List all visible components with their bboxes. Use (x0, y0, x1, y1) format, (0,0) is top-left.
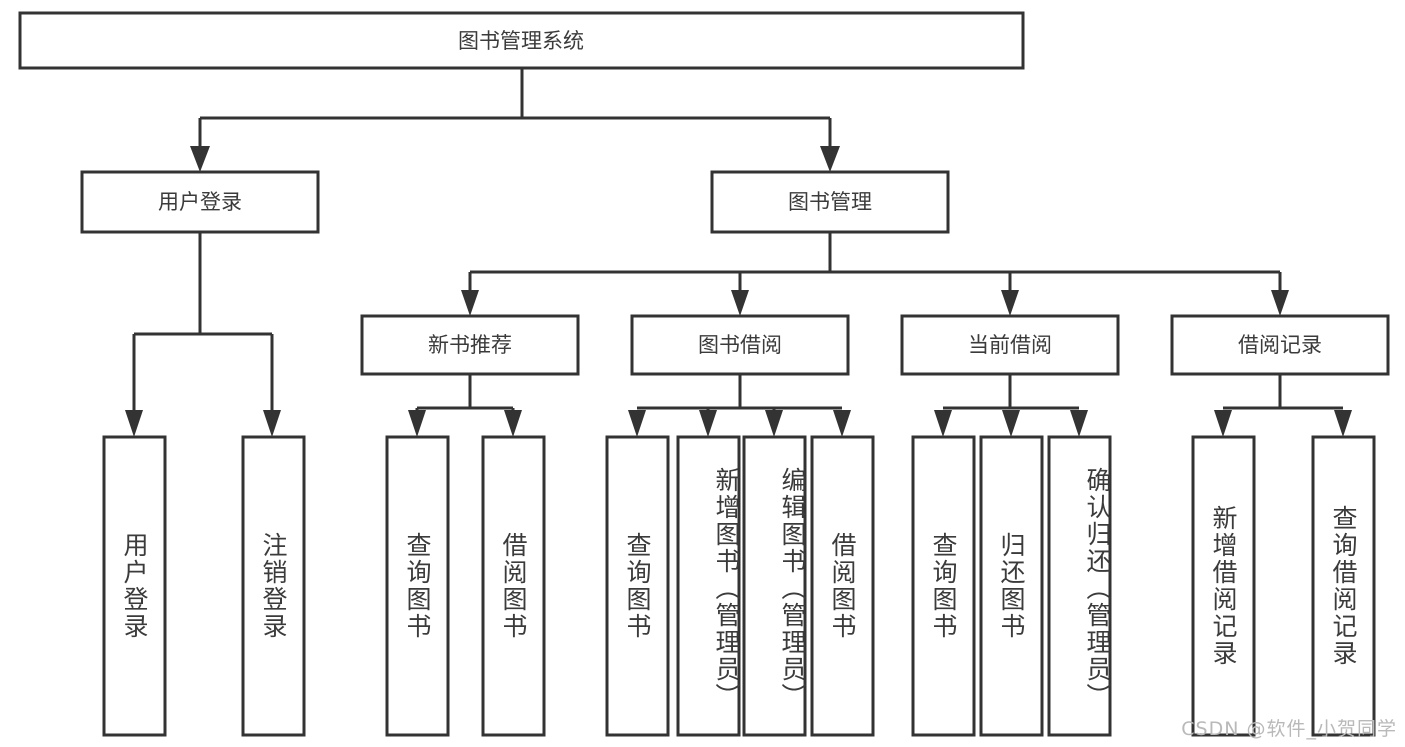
node-root-label: 图书管理系统 (458, 29, 584, 53)
arrow-head-leaf-query-book-3 (934, 410, 952, 437)
arrow-head-book-manage (820, 146, 840, 172)
node-current-borrow-box (900, 314, 1120, 376)
arrow-head-leaf-query-book-1 (408, 410, 426, 437)
connector-group-borrow-record (1214, 374, 1352, 437)
leaf-label-borrow-book-2: 借阅图书 (828, 532, 857, 640)
leaf-box-return-book[interactable] (979, 435, 1044, 737)
leaf-box-add-book-admin[interactable] (676, 435, 741, 737)
leaf-box-add-borrow-record[interactable] (1191, 435, 1256, 737)
node-borrow-record-label: 借阅记录 (1238, 333, 1322, 357)
arrow-head-user-login (190, 146, 210, 172)
node-root-box (18, 11, 1025, 70)
arrow-head-leaf-return-book (1002, 410, 1020, 437)
node-book-manage[interactable]: 图书管理 (710, 170, 950, 234)
leaf-box-logout-login[interactable] (241, 435, 306, 737)
connector-group-book-manage (461, 232, 1289, 316)
arrow-head-leaf-user-login (125, 410, 143, 437)
node-current-borrow-label: 当前借阅 (968, 333, 1052, 357)
leaf-box-edit-book-admin[interactable] (742, 435, 807, 737)
connector-group-user-login (125, 232, 281, 437)
arrow-head-leaf-add-borrow-record (1214, 410, 1232, 437)
arrow-head-current-borrow (1001, 290, 1019, 316)
node-borrow-record-box (1170, 314, 1390, 376)
leaf-label-query-borrow-record: 查询借阅记录 (1329, 505, 1358, 667)
leaf-label-user-login: 用户登录 (120, 532, 149, 640)
connector-group-root (190, 68, 840, 172)
arrow-head-leaf-edit-book-admin (765, 410, 783, 437)
node-user-login-box (80, 170, 320, 234)
arrow-head-leaf-borrow-book-2 (833, 410, 851, 437)
leaf-box-user-login[interactable] (102, 435, 167, 737)
arrow-head-leaf-borrow-book-1 (504, 410, 522, 437)
arrow-head-borrow-record (1271, 290, 1289, 316)
leaf-box-borrow-book-1[interactable] (481, 435, 546, 737)
node-book-manage-box (710, 170, 950, 234)
leaf-label-edit-book-admin: 编辑图书（管理员） (778, 466, 807, 710)
node-new-book-recommend[interactable]: 新书推荐 (360, 314, 580, 376)
arrow-head-new-book-recommend (461, 290, 479, 316)
leaf-box-query-book-1[interactable] (385, 435, 450, 737)
leaf-label-add-borrow-record: 新增借阅记录 (1209, 505, 1238, 667)
leaf-label-return-book: 归还图书 (997, 532, 1026, 640)
node-book-borrow[interactable]: 图书借阅 (630, 314, 850, 376)
leaf-label-logout-login: 注销登录 (259, 532, 288, 640)
leaf-label-query-book-2: 查询图书 (623, 532, 652, 640)
node-root-system[interactable]: 图书管理系统 (18, 11, 1025, 70)
node-borrow-record[interactable]: 借阅记录 (1170, 314, 1390, 376)
node-user-login-label: 用户登录 (158, 190, 242, 214)
arrow-head-leaf-query-book-2 (628, 410, 646, 437)
leaf-label-query-book-3: 查询图书 (929, 532, 958, 640)
leaf-boxes (102, 435, 1376, 737)
node-book-borrow-label: 图书借阅 (698, 333, 782, 357)
arrow-head-book-borrow (731, 290, 749, 316)
node-current-borrow[interactable]: 当前借阅 (900, 314, 1120, 376)
arrow-head-leaf-query-borrow-record (1334, 410, 1352, 437)
connector-group-current-borrow (934, 374, 1088, 437)
leaf-box-query-book-3[interactable] (911, 435, 976, 737)
node-new-book-recommend-box (360, 314, 580, 376)
leaf-box-confirm-return-admin[interactable] (1047, 435, 1112, 737)
leaf-label-query-book-1: 查询图书 (403, 532, 432, 640)
leaf-box-query-borrow-record[interactable] (1311, 435, 1376, 737)
connector-group-new-book-recommend (408, 374, 522, 437)
arrow-head-leaf-add-book-admin (699, 410, 717, 437)
arrow-head-leaf-confirm-return-admin (1070, 410, 1088, 437)
node-new-book-recommend-label: 新书推荐 (428, 333, 512, 357)
node-book-manage-label: 图书管理 (788, 190, 872, 214)
csdn-watermark: CSDN @软件_小贺同学 (1181, 718, 1397, 740)
leaf-box-query-book-2[interactable] (605, 435, 670, 737)
node-book-borrow-box (630, 314, 850, 376)
connector-group-book-borrow (628, 374, 851, 437)
node-user-login[interactable]: 用户登录 (80, 170, 320, 234)
leaf-box-borrow-book-2[interactable] (810, 435, 875, 737)
leaf-label-add-book-admin: 新增图书（管理员） (712, 466, 741, 710)
arrow-head-leaf-logout-login (263, 410, 281, 437)
leaf-label-borrow-book-1: 借阅图书 (499, 532, 528, 640)
leaf-label-confirm-return-admin: 确认归还（管理员） (1083, 466, 1112, 710)
